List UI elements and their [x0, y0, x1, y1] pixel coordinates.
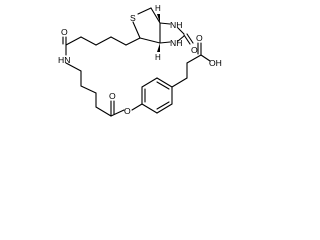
bond-h2-h3 — [80, 85, 97, 94]
bond-urea-co-2 — [186, 33, 194, 44]
bond-chain1-chain2 — [110, 36, 127, 46]
bond-cooh-oh — [200, 54, 211, 62]
bond-urea-co-1 — [183, 34, 191, 45]
atom-acid-o: O — [196, 33, 203, 43]
bond-c4-chain1 — [125, 37, 141, 46]
bond-chain3-chain4 — [80, 36, 97, 46]
atom-ester-link-o: O — [124, 106, 131, 116]
ring-double-3 — [156, 101, 170, 110]
atom-h-top: H — [155, 4, 161, 13]
atom-ester-carbonyl-o: O — [109, 91, 116, 101]
bond-chain2-chain3 — [95, 36, 112, 46]
wedge-h-top — [157, 14, 160, 23]
phenyl-ring — [131, 77, 173, 114]
atom-h-bottom: H — [155, 53, 161, 62]
atom-acid-oh: OH — [209, 58, 222, 68]
wedge-h-bottom — [157, 43, 160, 52]
atom-ring-o: O — [191, 45, 198, 55]
atom-nh-top: NH — [170, 20, 182, 30]
bond-c2-nh-top — [159, 22, 171, 25]
bond-p2-cooh — [186, 54, 202, 64]
chemical-structure: S H H NH NH O O HN O O O OH — [58, 4, 222, 117]
ring-bond-2 — [141, 77, 158, 88]
biotin-core — [132, 7, 194, 52]
bond-n-h1 — [65, 62, 82, 72]
bond-nh-top-urea — [177, 27, 185, 35]
bond-ring-p1 — [171, 77, 188, 88]
atom-sulfur: S — [130, 13, 136, 23]
propanoic-acid — [171, 42, 211, 88]
hexanoyl-chain — [65, 62, 125, 117]
ring-double-2 — [156, 81, 170, 90]
ring-bond-6 — [141, 103, 158, 114]
bond-c3-nh-bottom — [159, 41, 171, 44]
atom-nh-bottom: NH — [170, 38, 182, 48]
ring-bond-5 — [156, 103, 173, 114]
bond-s-c1 — [137, 7, 152, 15]
bond-s-c4 — [132, 21, 141, 39]
bond-h4-ester-c — [95, 106, 112, 117]
bond-o-ring — [131, 103, 143, 111]
valeric-chain — [62, 36, 141, 56]
bond-chain4-amide-c — [65, 36, 82, 46]
bond-c3-c4 — [139, 37, 161, 44]
bond-ester-c-o — [110, 109, 125, 117]
atom-amide-hn: HN — [58, 55, 70, 65]
ring-bond-3 — [156, 77, 173, 88]
atom-amide-o: O — [61, 27, 68, 37]
bond-nh-bottom-urea — [177, 35, 185, 42]
bond-c1-c2 — [150, 7, 161, 24]
